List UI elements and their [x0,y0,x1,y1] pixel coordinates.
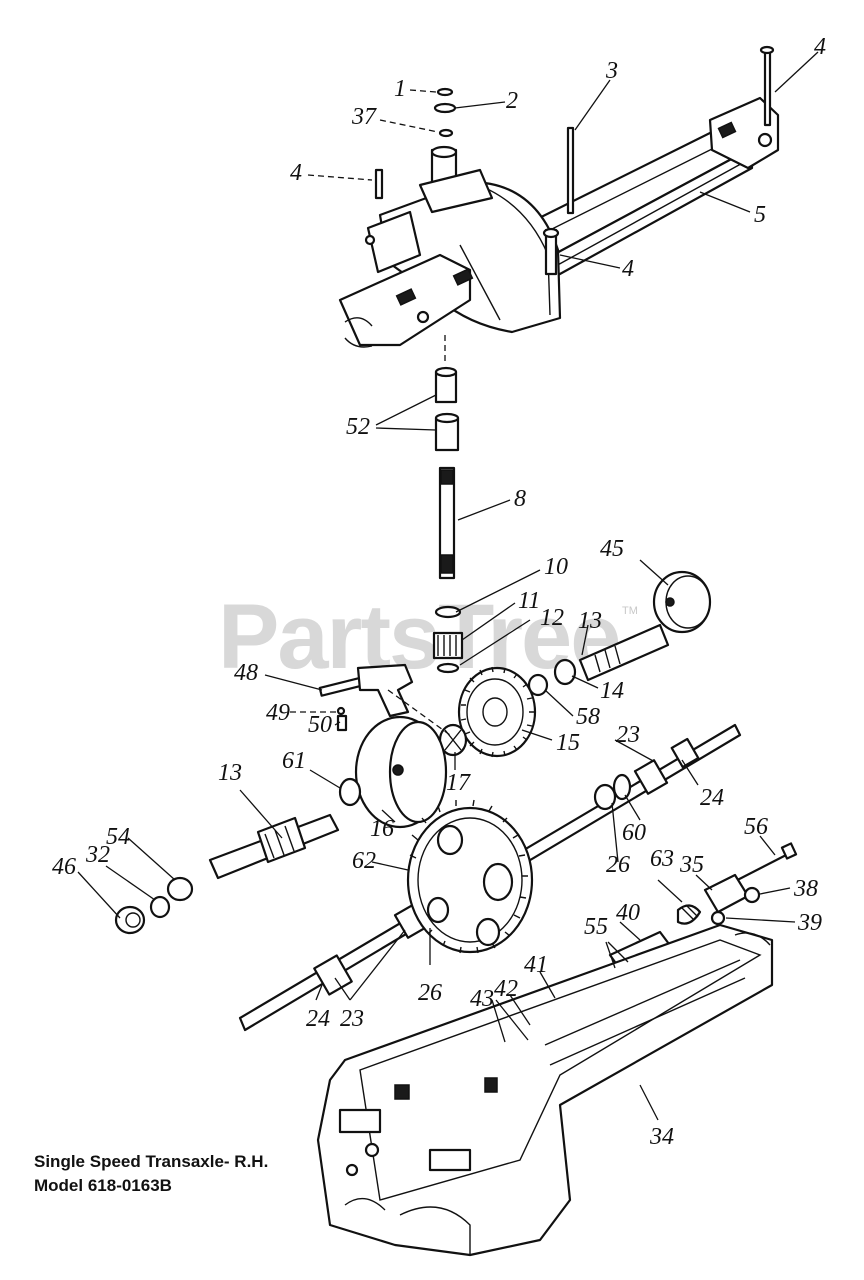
callout-37: 37 [351,104,377,130]
callout-34: 34 [649,1124,674,1150]
callout-60: 60 [622,820,646,846]
callout-43: 43 [470,986,494,1012]
shaft-8 [438,466,456,580]
bearing-14 [527,658,577,697]
callout-4-top: 4 [814,34,826,60]
leader-lines [77,51,819,1121]
callout-13-upper: 13 [578,608,602,634]
callout-54: 54 [106,824,130,850]
callout-16: 16 [370,816,394,842]
bevel-gear-15 [457,666,537,758]
callout-26-lower: 26 [418,980,442,1006]
callout-40: 40 [616,900,640,926]
callout-52: 52 [346,414,370,440]
gear-16 [354,715,448,829]
callout-41: 41 [524,952,548,978]
pinion-parts [432,605,464,674]
bolt-56-assembly [676,842,798,943]
bushings-52 [434,366,460,452]
callout-4-mid: 4 [622,256,634,282]
callout-49: 49 [266,700,290,726]
caption-model: Model 618-0163B [34,1176,172,1195]
callout-55: 55 [584,914,608,940]
callout-23-upper: 23 [616,722,640,748]
callout-39: 39 [797,910,822,936]
callout-48: 48 [234,660,258,686]
callout-32: 32 [85,842,110,868]
callout-45: 45 [600,536,624,562]
shaft-13-upper [578,623,670,682]
caption-title: Single Speed Transaxle- R.H. [34,1152,269,1171]
lower-housing-34 [316,923,774,1257]
callout-56: 56 [744,814,768,840]
callout-17: 17 [446,770,471,796]
callout-38: 38 [793,876,818,902]
callout-15: 15 [556,730,580,756]
callout-42: 42 [494,976,518,1002]
shift-fork [318,663,414,732]
callout-10: 10 [544,554,568,580]
callout-26-upper: 26 [606,852,630,878]
shaft-13-lower [208,813,340,880]
watermark-trademark: TM [622,605,638,617]
callout-35: 35 [679,852,704,878]
callout-23-lower: 23 [340,1006,364,1032]
callout-58: 58 [576,704,600,730]
callout-50: 50 [308,712,332,738]
pulley-45 [652,570,712,634]
callout-numbers: 1 2 37 3 4 4 4 5 52 8 10 45 11 12 13 48 … [52,34,826,1150]
callout-3: 3 [605,58,618,84]
callout-24-lower: 24 [306,1006,330,1032]
callout-63: 63 [650,846,674,872]
callout-24-upper: 24 [700,785,724,811]
washers-54-32-46 [114,876,194,935]
callout-62: 62 [352,848,376,874]
callout-5: 5 [754,202,766,228]
callout-2: 2 [506,88,518,114]
callout-11: 11 [518,588,540,614]
callout-61: 61 [282,748,306,774]
callout-4-left: 4 [290,160,302,186]
callout-1: 1 [394,76,406,102]
callout-13-lower: 13 [218,760,242,786]
big-gear-62 [406,799,534,954]
washer-61 [338,777,362,807]
callout-12: 12 [540,605,564,631]
callout-14: 14 [600,678,624,704]
diagram-caption: Single Speed Transaxle- R.H. Model 618-0… [34,1150,268,1198]
upper-housing [338,45,780,348]
callout-46: 46 [52,854,76,880]
callout-8: 8 [514,486,526,512]
